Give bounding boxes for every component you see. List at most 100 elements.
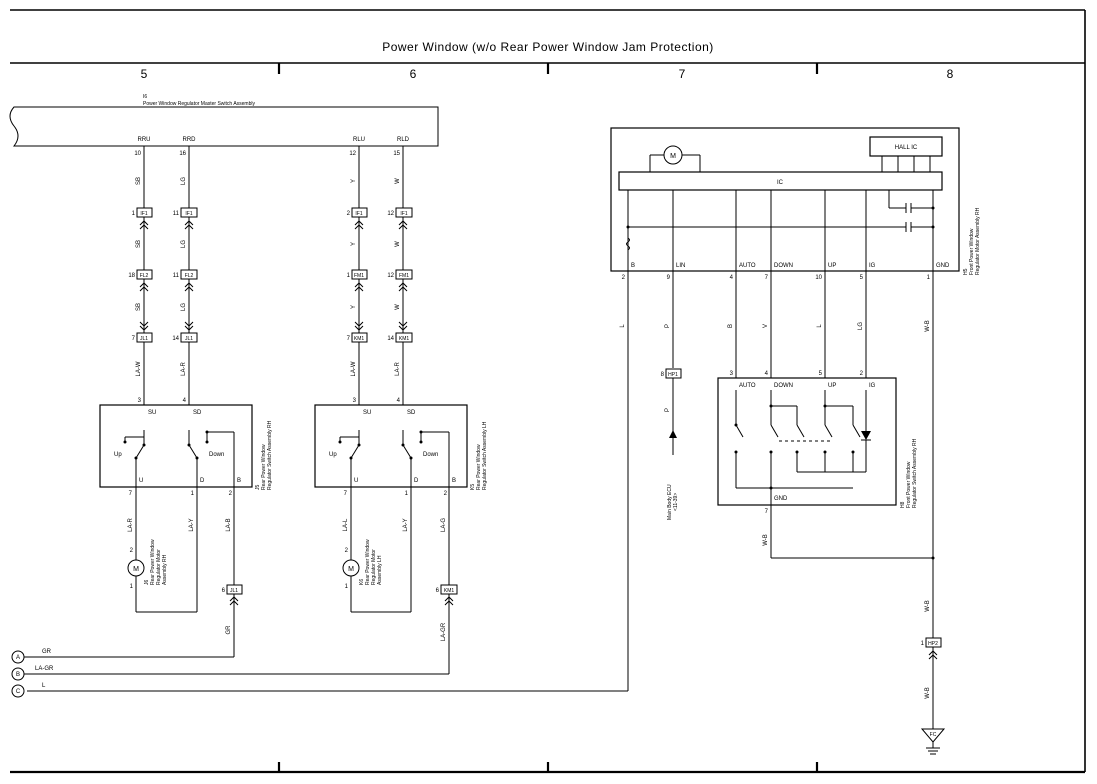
rear-rh-su-junction-3: JL1 <box>140 336 148 342</box>
front-motor-wire-ig: LG <box>858 322 864 330</box>
rear-switch-lh-box <box>314 404 468 488</box>
front-motor-symbol <box>663 145 683 165</box>
column-number-8: 8 <box>947 67 954 81</box>
rear-lh-sd-junction-2: FM1 <box>399 273 409 279</box>
rear-rh-sd-color-3: LG <box>181 303 187 311</box>
rear-lh-sd-pin-1: 12 <box>387 211 394 217</box>
lin-junction-pin: 8 <box>661 372 665 378</box>
rear-lh-sd-pin-3: 14 <box>387 336 394 342</box>
rear-motor-rh-wire-u: LA-R <box>128 517 134 531</box>
rear-switch-rh-up: Up <box>114 452 122 458</box>
rear-switch-rh-u: U <box>139 478 143 484</box>
rear-rh-wire-lines <box>136 146 413 405</box>
rear-motor-lh-out-wire: LA-GR <box>441 622 447 641</box>
front-motor-pin-lin: 9 <box>667 275 671 281</box>
rear-motor-rh-wire-d: LA-Y <box>189 518 195 531</box>
front-switch-name-2: Regulator Switch Assembly RH <box>912 438 918 508</box>
rear-rh-sd-junction-1: IF1 <box>185 211 192 217</box>
rear-switch-lh-name-1: Rear Power Window <box>476 444 482 490</box>
front-switch-box <box>717 377 897 506</box>
bus-wire-a: GR <box>42 649 52 655</box>
rear-lh-sd-junction-1: IF1 <box>400 211 407 217</box>
rear-motor-lh-junction: KM1 <box>444 588 455 594</box>
lin-ecu-ref: <11-39> <box>673 493 679 511</box>
rear-lh-su-junction-1: IF1 <box>355 211 362 217</box>
front-motor-pin-down: 7 <box>765 275 769 281</box>
terminal-rld-pin: 15 <box>393 151 400 157</box>
front-motor-pin-b: 2 <box>622 275 626 281</box>
rear-rh-su-color-4: LA-W <box>136 361 142 376</box>
svg-text:M: M <box>348 566 354 573</box>
front-motor-letter: M <box>670 153 676 160</box>
front-motor-wire-up: L <box>817 324 823 328</box>
front-switch-term-down: DOWN <box>774 383 793 389</box>
front-switch-pin-ig: 2 <box>860 371 864 377</box>
terminal-rrd-pin: 16 <box>179 151 186 157</box>
rear-switch-rh-sd: SD <box>193 410 202 416</box>
rear-switch-rh-su: SU <box>148 410 156 416</box>
front-motor-name-1: Front Power Window <box>969 228 975 275</box>
rear-rh-su-pin-2: 18 <box>128 273 135 279</box>
rear-motor-rh-name-3: Assembly RH <box>162 554 168 585</box>
front-switch-gnd-pin: 7 <box>765 509 769 515</box>
front-motor-wire-b: L <box>620 324 626 328</box>
terminal-rld-name: RLD <box>397 137 410 143</box>
ground-point: FC <box>930 732 937 738</box>
rear-switch-lh-pin-b: 2 <box>444 491 448 497</box>
rear-motor-lh-code: K6 <box>359 579 365 585</box>
front-motor-term-up: UP <box>828 263 836 269</box>
rear-rh-sd-color-2: LG <box>181 240 187 248</box>
rear-motor-rh-junction: JL1 <box>230 588 238 594</box>
front-motor-term-lin: LIN <box>676 263 685 269</box>
front-motor-term-gnd: GND <box>936 263 950 269</box>
bus-letter-a: A <box>16 655 20 661</box>
front-switch-code: H8 <box>900 501 906 508</box>
rear-motor-rh-pin-top: 2 <box>130 548 134 554</box>
front-switch-term-auto: AUTO <box>739 383 756 389</box>
lin-ecu-name: Main Body ECU <box>667 484 673 520</box>
rear-motor-lh-pin-top: 2 <box>345 548 349 554</box>
front-motor-pin-up: 10 <box>815 275 822 281</box>
rear-lh-sd-color-3: W <box>395 304 401 310</box>
rear-motor-lh-name-3: Assembly LH <box>377 555 383 585</box>
rear-motor-rh-out-wire: GR <box>226 625 232 635</box>
bus-wire-c: L <box>42 683 46 689</box>
rear-lh-su-pin-4: 3 <box>353 398 357 404</box>
rear-motor-rh-wire-b: LA-B <box>226 518 232 531</box>
front-motor-term-ig: IG <box>869 263 876 269</box>
rear-rh-sd-pin-4: 4 <box>183 398 187 404</box>
rear-rh-sd-color-1: LG <box>181 177 187 185</box>
front-switch-pin-auto: 3 <box>730 371 734 377</box>
rear-switch-lh-sd: SD <box>407 410 416 416</box>
rear-switch-rh-pin-d: 1 <box>191 491 195 497</box>
rear-rh-su-color-1: SB <box>136 177 142 185</box>
rear-switch-lh-u: U <box>354 478 358 484</box>
rear-lh-sd-pin-2: 12 <box>387 273 394 279</box>
front-motor-ic: IC <box>777 180 784 186</box>
rear-switch-rh-name-1: Rear Power Window <box>261 444 267 490</box>
rear-rh-sd-pin-3: 14 <box>172 336 179 342</box>
rear-lh-sd-color-1: W <box>395 178 401 184</box>
rear-motor-rh-code: J6 <box>144 580 150 586</box>
rear-switch-lh-su: SU <box>363 410 371 416</box>
terminal-rlu-pin: 12 <box>349 151 356 157</box>
rear-rh-sd-junction-3: JL1 <box>185 336 193 342</box>
ground-wire-2: W-B <box>925 687 931 699</box>
rear-rh-su-color-3: SB <box>136 303 142 311</box>
rear-lh-sd-color-2: W <box>395 241 401 247</box>
rear-switch-rh-down: Down <box>209 452 224 458</box>
rear-switch-lh-pin-u: 7 <box>344 491 348 497</box>
rear-motor-lh-pin-bottom: 1 <box>345 584 349 590</box>
rear-rh-sd-color-4: LA-R <box>181 361 187 375</box>
master-switch-box <box>9 106 439 147</box>
rear-lh-su-pin-2: 1 <box>347 273 351 279</box>
front-motor-code: H5 <box>963 268 969 275</box>
diagram-frame <box>10 9 1086 774</box>
rear-switch-lh-name-2: Regulator Switch Assembly LH <box>482 421 488 490</box>
column-number-7: 7 <box>679 67 686 81</box>
front-motor-term-down: DOWN <box>774 263 793 269</box>
svg-text:M: M <box>133 566 139 573</box>
bus-terminal-c <box>11 684 25 698</box>
bus-wire-b: LA-GR <box>35 666 54 672</box>
rear-rh-su-pin-4: 3 <box>138 398 142 404</box>
